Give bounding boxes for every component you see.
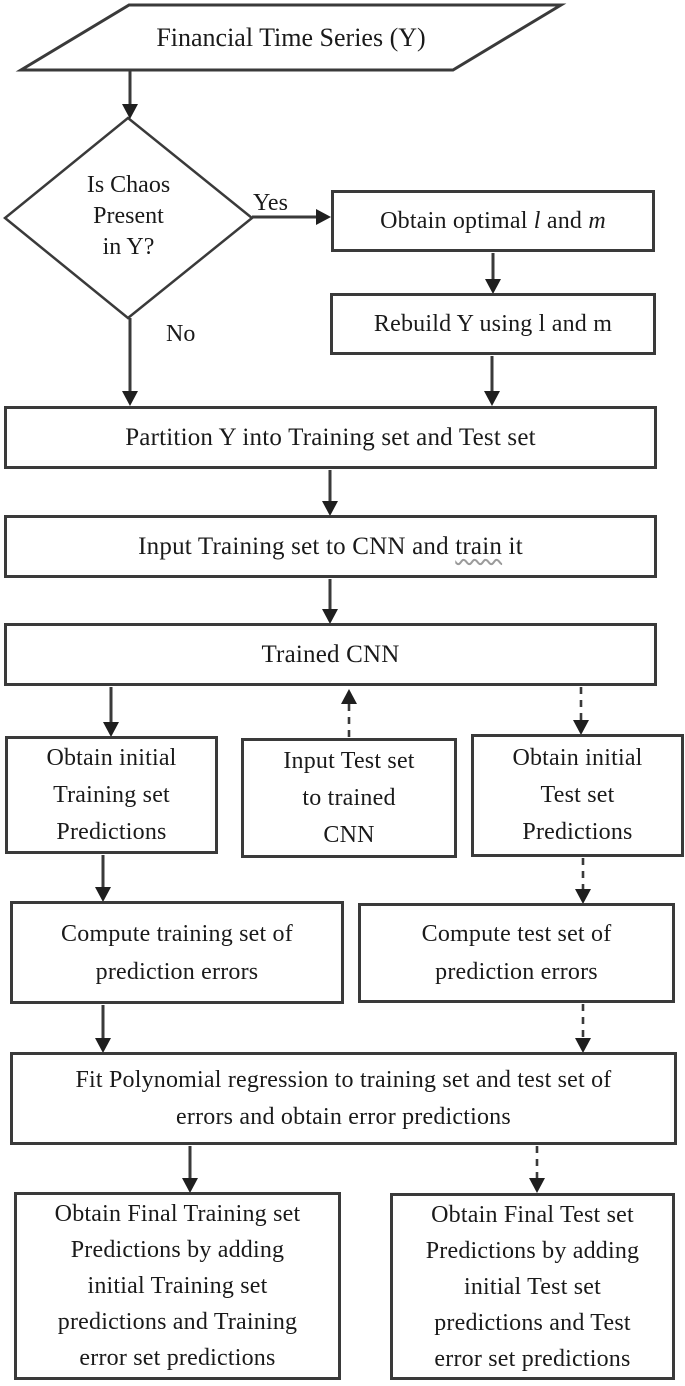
decision-line: in Y?	[102, 234, 155, 260]
node-decision-label: Is Chaos Present in Y?	[28, 170, 229, 263]
node-obtain-optimal: Obtain optimal l and m	[331, 190, 655, 252]
node-compute-training-errors: Compute training set of prediction error…	[10, 901, 344, 1004]
decision-diamond-shape	[3, 116, 254, 320]
arrowhead	[95, 1038, 111, 1053]
arrowhead	[122, 391, 138, 406]
arrowhead	[575, 1038, 591, 1053]
node-obtain-initial-training-predictions: Obtain initial Training set Predictions	[5, 736, 218, 854]
node-partition: Partition Y into Training set and Test s…	[4, 406, 657, 469]
edge-label-no: No	[166, 321, 196, 347]
node-input-training-set-label: Input Training set to CNN and train it	[138, 532, 523, 560]
node-final-training-predictions: Obtain Final Training set Predictions by…	[14, 1192, 341, 1380]
node-trained-cnn-label: Trained CNN	[261, 640, 400, 668]
node-rebuild-y: Rebuild Y using l and m	[330, 293, 656, 355]
arrowhead	[573, 720, 589, 735]
node-final-test-predictions: Obtain Final Test set Predictions by add…	[390, 1193, 675, 1380]
node-compute-test-errors: Compute test set of prediction errors	[358, 903, 675, 1003]
node-input-training-set: Input Training set to CNN and train it	[4, 515, 657, 578]
arrowhead	[322, 501, 338, 516]
arrowhead	[341, 689, 357, 704]
arrowhead	[182, 1178, 198, 1193]
arrowhead	[484, 391, 500, 406]
node-trained-cnn: Trained CNN	[4, 623, 657, 686]
node-rebuild-y-label: Rebuild Y using l and m	[373, 311, 613, 337]
node-obtain-initial-test-predictions: Obtain initial Test set Predictions	[471, 734, 684, 857]
node-start-label: Financial Time Series (Y)	[156, 23, 426, 52]
arrowhead	[485, 279, 501, 294]
arrowhead	[95, 887, 111, 902]
node-fit-polynomial-regression: Fit Polynomial regression to training se…	[10, 1052, 677, 1145]
arrowhead	[322, 609, 338, 624]
arrowhead	[316, 209, 331, 225]
variable-m: m	[588, 208, 606, 234]
node-input-test-set: Input Test set to trained CNN	[241, 738, 457, 858]
arrowhead	[529, 1178, 545, 1193]
start-parallelogram-shape	[15, 3, 567, 72]
node-partition-label: Partition Y into Training set and Test s…	[125, 423, 536, 451]
variable-l: l	[533, 208, 541, 234]
arrowhead	[122, 104, 138, 119]
decision-line: Is Chaos	[86, 172, 171, 198]
spellcheck-underlined-word: train	[455, 532, 503, 560]
edge-label-yes: Yes	[253, 190, 288, 216]
decision-line: Present	[93, 203, 164, 229]
arrowhead	[575, 889, 591, 904]
node-obtain-optimal-label: Obtain optimal l and m	[380, 208, 606, 234]
arrowhead	[103, 722, 119, 737]
